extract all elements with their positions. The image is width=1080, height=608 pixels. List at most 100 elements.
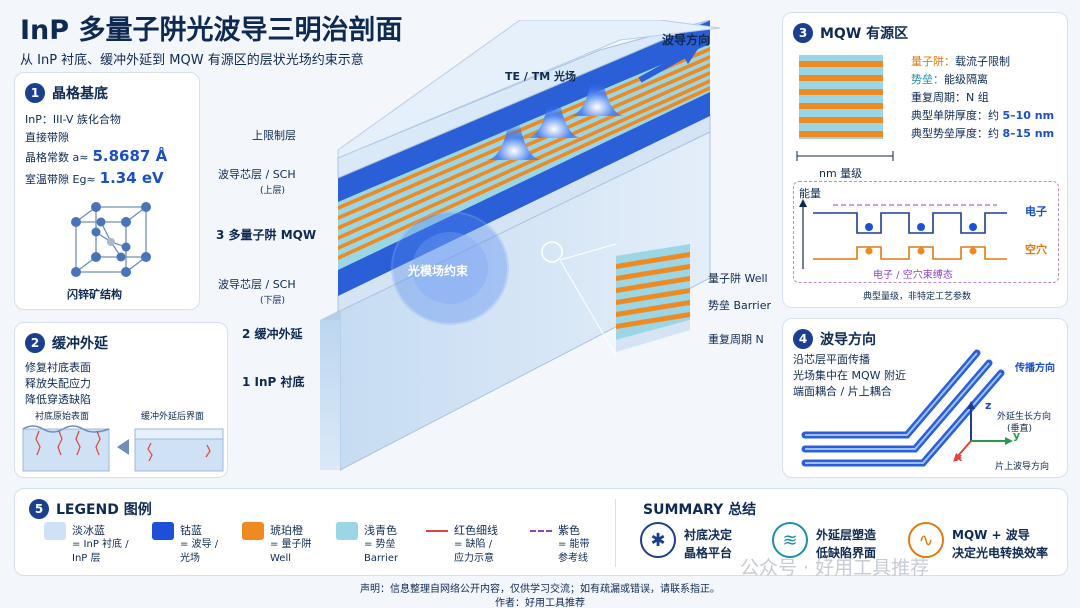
panel-number: 2 bbox=[25, 333, 45, 353]
legend-desc: = 缺陷 / bbox=[454, 539, 493, 550]
legend-desc: 应力示意 bbox=[454, 553, 494, 564]
direction-arrow bbox=[638, 52, 687, 83]
network-icon: ✱ bbox=[640, 522, 676, 558]
direction-item: 沿芯层平面传播 bbox=[793, 353, 870, 366]
legend-desc: = 波导 / bbox=[180, 539, 219, 550]
front-face bbox=[320, 320, 340, 470]
page-subtitle: 从 InP 衬底、缓冲外延到 MQW 有源区的层状光场约束示意 bbox=[20, 53, 364, 68]
barrier-thickness-value: 8–15 nm bbox=[1002, 127, 1055, 140]
y-axis-label: y bbox=[1013, 429, 1021, 442]
panel-number: 4 bbox=[793, 329, 813, 349]
summary-text: MQW + 波导 bbox=[952, 528, 1030, 542]
summary-title: SUMMARY 总结 bbox=[643, 502, 757, 518]
legend-name: 琥珀橙 bbox=[270, 524, 303, 537]
mqw-layer-stack-icon bbox=[799, 55, 883, 139]
zincblende-crystal-icon bbox=[71, 202, 151, 277]
confinement-label: 电子 / 空穴束缚态 bbox=[873, 270, 953, 281]
zoom-well-label: 量子阱 Well bbox=[708, 272, 768, 285]
legend-name: 钴蓝 bbox=[180, 524, 202, 537]
panel-number: 1 bbox=[25, 83, 45, 103]
z-axis-label: z bbox=[985, 399, 992, 412]
lattice-label: 晶格常数 a≈ bbox=[25, 151, 89, 164]
material-line: InP：III-V 族化合物 bbox=[25, 113, 121, 126]
well-key: 量子阱： bbox=[911, 55, 955, 68]
legend-title: LEGEND 图例 bbox=[56, 502, 152, 518]
lower-sch-label: 波导芯层 / SCH bbox=[218, 278, 296, 291]
panel-waveguide-direction: 4 波导方向 沿芯层平面传播 光场集中在 MQW 附近 端面耦合 / 片上耦合 … bbox=[782, 318, 1068, 478]
page-title: InP 多量子阱光波导三明治剖面 bbox=[20, 15, 403, 46]
legend-desc: 参考线 bbox=[558, 553, 588, 564]
watermark: 公众号 · 好用工具推荐 bbox=[740, 557, 930, 579]
buffer-item: 修复衬底表面 bbox=[25, 361, 91, 374]
electron-label: 电子 bbox=[1025, 205, 1047, 218]
summary-text: 低缺陷界面 bbox=[816, 546, 877, 560]
panel-title: 波导方向 bbox=[820, 332, 876, 348]
buffer-label: 2 缓冲外延 bbox=[242, 327, 303, 341]
direction-label: 波导方向 bbox=[662, 33, 711, 47]
direction-item: 光场集中在 MQW 附近 bbox=[793, 369, 907, 382]
legend-swatch bbox=[242, 522, 264, 540]
legend-desc: = InP 衬底 / bbox=[72, 539, 129, 550]
note-label: 典型量级，非特定工艺参数 bbox=[863, 292, 972, 302]
legend-name: 浅青色 bbox=[364, 524, 397, 537]
divider bbox=[615, 499, 616, 567]
energy-axis-label: 能量 bbox=[799, 187, 821, 200]
layers-icon: ≋ bbox=[772, 522, 808, 558]
legend-name: 紫色 bbox=[558, 524, 580, 537]
legend-swatch bbox=[336, 522, 358, 540]
x-axis-label: x bbox=[955, 451, 963, 464]
mode-field-label: TE / TM 光场 bbox=[505, 70, 576, 83]
panel-mqw-active: 3 MQW 有源区 nm 量级 量子阱：载流子限制 势垒：能级隔离 重复周期：N… bbox=[782, 12, 1068, 308]
band-diagram bbox=[799, 199, 1007, 269]
summary-text: 外延层塑造 bbox=[816, 528, 877, 542]
gap-value: 1.34 eV bbox=[99, 169, 164, 187]
legend-swatch bbox=[152, 522, 174, 540]
band-diagram-box bbox=[793, 181, 1059, 283]
panel-lattice-substrate: 1 晶格基底 InP：III-V 族化合物 直接带隙 晶格常数 a≈ 5.868… bbox=[14, 72, 200, 310]
scale-label: nm 量级 bbox=[819, 167, 863, 180]
zoom-inset bbox=[616, 244, 690, 352]
legend-swatch bbox=[530, 530, 552, 532]
legend-name: 红色细线 bbox=[454, 524, 498, 537]
scale-bar bbox=[796, 151, 894, 161]
summary-text: 衬底决定 bbox=[684, 528, 733, 542]
panel-title: 缓冲外延 bbox=[52, 336, 108, 352]
legend-name: 淡冰蓝 bbox=[72, 524, 105, 537]
hole-label: 空穴 bbox=[1025, 243, 1047, 256]
legend-desc: = 势垒 bbox=[364, 539, 396, 550]
upper-sch-sub: (上层) bbox=[260, 186, 286, 196]
structure-label: 闪锌矿结构 bbox=[67, 288, 122, 301]
upper-cladding-label: 上限制层 bbox=[252, 129, 296, 142]
legend-desc: Well bbox=[270, 553, 292, 564]
upper-sch-label: 波导芯层 / SCH bbox=[218, 168, 296, 181]
zoom-period-label: 重复周期 N bbox=[708, 333, 764, 346]
after-label: 缓冲外延后界面 bbox=[141, 412, 205, 422]
panel-title: MQW 有源区 bbox=[820, 26, 909, 42]
footer-disclaimer: 声明：信息整理自网络公开内容，仅供学习交流；如有疏漏或错误，请联系指正。 bbox=[360, 584, 720, 595]
gap-label: 室温带隙 Eg≈ bbox=[25, 173, 96, 186]
optical-mode-peaks bbox=[485, 71, 626, 160]
barrier-value: 能级隔离 bbox=[944, 73, 988, 86]
mode-confine-label: 光模场约束 bbox=[408, 264, 469, 278]
direction-item: 端面耦合 / 片上耦合 bbox=[793, 385, 892, 398]
summary-text: 决定光电转换效率 bbox=[952, 546, 1049, 560]
barrier-key: 势垒： bbox=[911, 73, 944, 86]
arrow-icon bbox=[117, 439, 129, 455]
legend-swatch bbox=[426, 530, 448, 532]
summary-text: 晶格平台 bbox=[684, 546, 733, 560]
buffer-comparison-illustration bbox=[22, 425, 224, 472]
footer-author: 作者：好用工具推荐 bbox=[495, 598, 585, 608]
panel-number: 5 bbox=[29, 499, 49, 519]
panel-title: 晶格基底 bbox=[52, 86, 108, 102]
xyz-axes-icon bbox=[953, 401, 1013, 462]
lattice-value: 5.8687 Å bbox=[92, 147, 168, 165]
well-thickness-value: 5–10 nm bbox=[1002, 109, 1055, 122]
buffer-item: 释放失配应力 bbox=[25, 377, 91, 390]
z-desc-2: (垂直) bbox=[1007, 424, 1033, 434]
period-text: 重复周期：N 组 bbox=[911, 91, 989, 104]
bent-waveguide-illustration bbox=[801, 349, 1005, 467]
mqw-waveguide-stack-diagram bbox=[320, 20, 721, 471]
legend-desc: = 量子阱 bbox=[270, 539, 312, 550]
legend-desc: = 能带 bbox=[558, 539, 590, 550]
panel-buffer-epitaxy: 2 缓冲外延 修复衬底表面 释放失配应力 降低穿透缺陷 衬底原始表面 缓冲外延后… bbox=[14, 322, 228, 478]
